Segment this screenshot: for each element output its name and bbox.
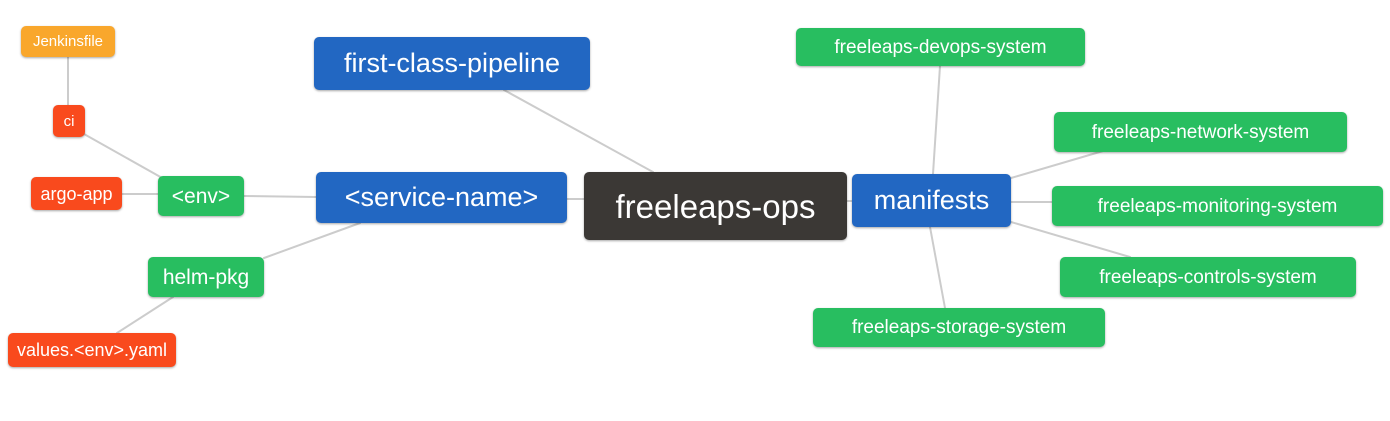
node-service-name[interactable]: <service-name> xyxy=(316,172,567,223)
edge-helm-pkg-values-env-yaml xyxy=(116,296,174,334)
edge-manifests-devops-system xyxy=(932,65,941,175)
node-values-env-yaml[interactable]: values.<env>.yaml xyxy=(8,333,176,367)
node-devops-system[interactable]: freeleaps-devops-system xyxy=(796,28,1085,66)
node-network-system[interactable]: freeleaps-network-system xyxy=(1054,112,1347,152)
edge-service-name-helm-pkg xyxy=(263,222,361,259)
edge-manifests-controls-system xyxy=(1010,221,1131,258)
node-env[interactable]: <env> xyxy=(158,176,244,216)
node-argo-app[interactable]: argo-app xyxy=(31,177,122,210)
edge-manifests-network-system xyxy=(1010,150,1104,179)
edge-first-class-pipeline-freeleaps-ops xyxy=(503,89,654,173)
node-controls-system[interactable]: freeleaps-controls-system xyxy=(1060,257,1356,297)
edge-manifests-storage-system xyxy=(929,226,946,309)
node-storage-system[interactable]: freeleaps-storage-system xyxy=(813,308,1105,347)
node-jenkinsfile[interactable]: Jenkinsfile xyxy=(21,26,115,57)
node-first-class-pipeline[interactable]: first-class-pipeline xyxy=(314,37,590,90)
node-helm-pkg[interactable]: helm-pkg xyxy=(148,257,264,297)
node-freeleaps-ops[interactable]: freeleaps-ops xyxy=(584,172,847,240)
edge-env-service-name xyxy=(243,195,317,198)
node-monitoring-system[interactable]: freeleaps-monitoring-system xyxy=(1052,186,1383,226)
node-manifests[interactable]: manifests xyxy=(852,174,1011,227)
edge-ci-env xyxy=(83,133,165,180)
node-ci[interactable]: ci xyxy=(53,105,85,137)
